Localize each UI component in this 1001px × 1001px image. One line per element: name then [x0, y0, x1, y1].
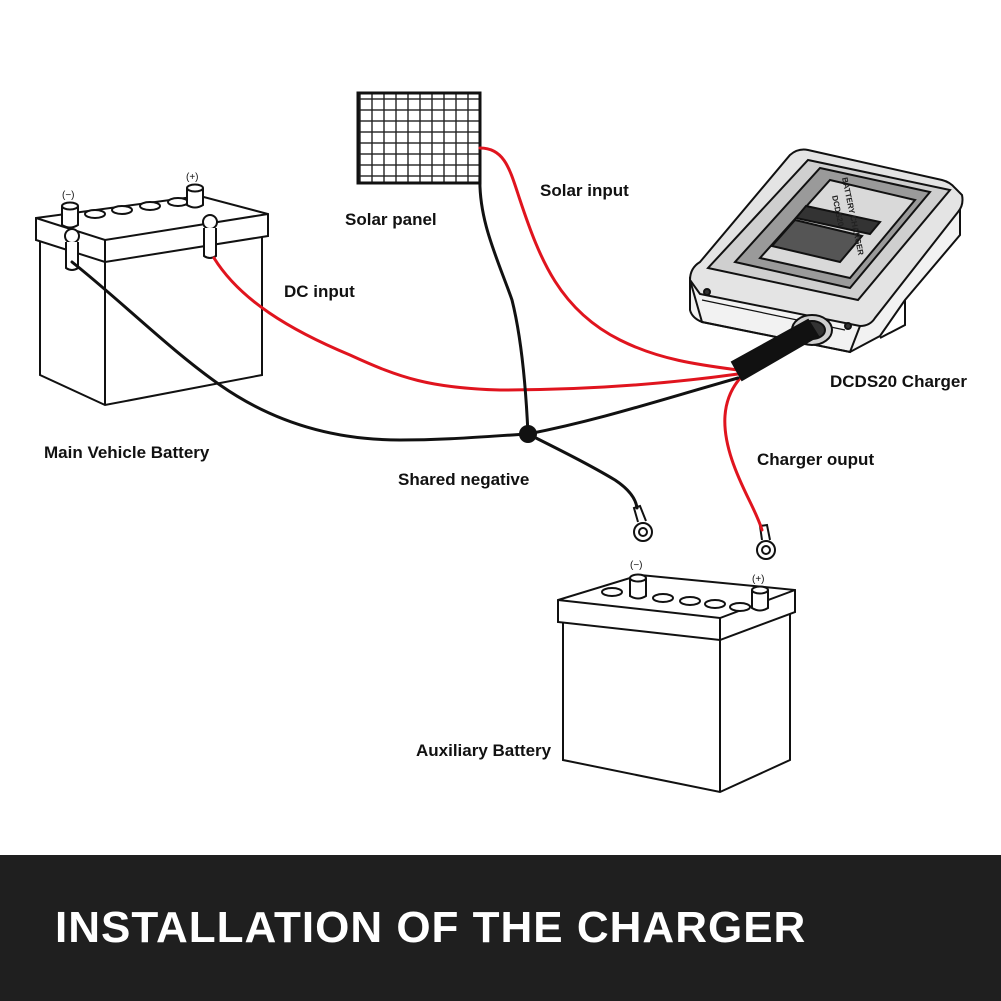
- charger-output-wire: [723, 374, 764, 532]
- solar-negative-wire: [478, 173, 530, 436]
- main-negative-wire: [70, 260, 530, 442]
- solar-panel-label: Solar panel: [345, 210, 437, 229]
- aux-battery-label: Auxiliary Battery: [416, 741, 552, 760]
- banner-title: INSTALLATION OF THE CHARGER: [55, 903, 807, 952]
- dcds20-charger: [688, 148, 964, 354]
- solar-input-wire: [478, 146, 740, 372]
- aux-negative-terminal-label: (−): [630, 560, 643, 571]
- charger-label: DCDS20 Charger: [830, 372, 967, 391]
- wiring-diagram: (−) (+) BATTERY CHARGER DCDS20: [35, 91, 964, 794]
- charger-cable-sleeve: [730, 318, 820, 382]
- dc-input-label: DC input: [284, 282, 355, 301]
- solar-input-label: Solar input: [540, 181, 629, 200]
- auxiliary-battery: [557, 504, 796, 794]
- charger-output-label: Charger ouput: [757, 450, 875, 469]
- main-positive-terminal-label: (+): [186, 172, 199, 183]
- charger-negative-wire: [526, 376, 740, 436]
- aux-positive-terminal-label: (+): [752, 574, 765, 585]
- main-battery-label: Main Vehicle Battery: [44, 443, 210, 462]
- title-banner: INSTALLATION OF THE CHARGER: [0, 855, 1001, 1001]
- shared-negative-junction: [519, 425, 537, 443]
- solar-panel: [356, 91, 482, 185]
- aux-negative-wire: [526, 432, 639, 510]
- dc-input-wire: [212, 256, 740, 392]
- main-negative-terminal-label: (−): [62, 190, 75, 201]
- main-vehicle-battery: [35, 183, 269, 407]
- shared-negative-label: Shared negative: [398, 470, 530, 489]
